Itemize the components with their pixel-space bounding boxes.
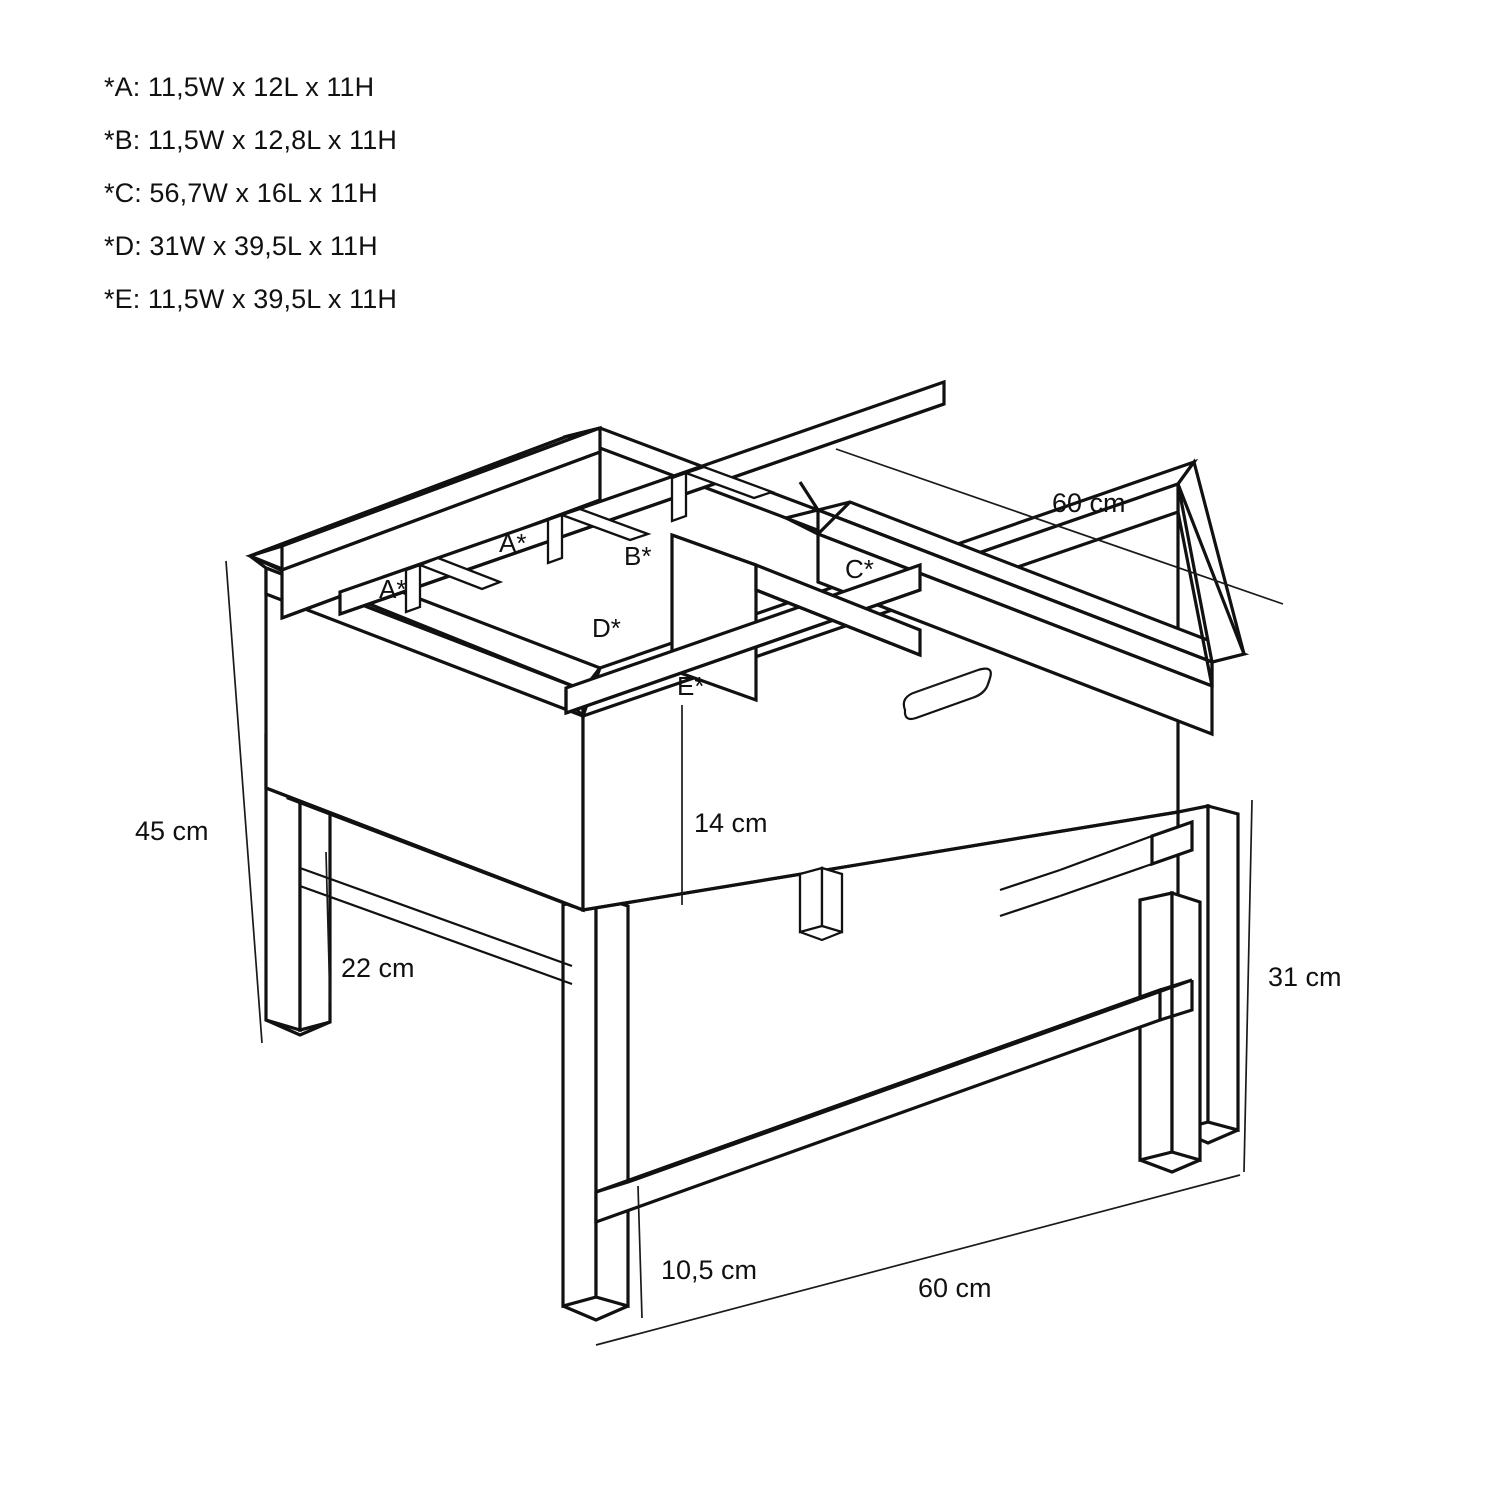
legend-item-e: *E: 11,5W x 39,5L x 11H [104, 284, 397, 314]
parts-legend: *A: 11,5W x 12L x 11H *B: 11,5W x 12,8L … [104, 74, 624, 339]
label-compartment-e: E* [677, 671, 704, 701]
dimlabel-width-bottom: 60 cm [918, 1273, 992, 1303]
legend-item-b: *B: 11,5W x 12,8L x 11H [104, 125, 397, 155]
label-compartment-b: B* [624, 541, 651, 571]
label-compartment-a2: A* [499, 528, 526, 558]
dimline-side-stretcher: 22 cm [325, 851, 415, 1003]
dimline-width-bottom: 60 cm [595, 1174, 1241, 1346]
dimline-total-height: 45 cm [135, 560, 263, 1044]
dimlabel-lower-rail-height: 10,5 cm [661, 1255, 757, 1285]
rail-front-lower [594, 978, 1194, 1225]
drawer-pull-handle-icon [902, 667, 992, 721]
dimline-lower-rail-height: 10,5 cm [637, 1185, 757, 1319]
legend-item-c: *C: 56,7W x 16L x 11H [104, 178, 378, 208]
legend-item-d: *D: 31W x 39,5L x 11H [104, 231, 378, 261]
rail-rear-left-lower [299, 866, 573, 986]
label-compartment-c: C* [845, 554, 874, 584]
dimlabel-tray-depth: 14 cm [694, 808, 768, 838]
label-compartment-d: D* [592, 613, 621, 643]
leg-rear-left [264, 733, 332, 1037]
dimlabel-total-height: 45 cm [135, 816, 209, 846]
label-compartment-a1: A* [379, 574, 406, 604]
dimlabel-side-stretcher: 22 cm [341, 953, 415, 983]
legend-item-a: *A: 11,5W x 12L x 11H [104, 72, 375, 102]
leg-front-left [561, 893, 630, 1322]
center-support-stub [798, 866, 844, 942]
dimlabel-depth-top: 60 cm [1052, 488, 1126, 518]
dimline-depth-top: 60 cm [835, 448, 1284, 605]
dimlabel-leg-clearance-right: 31 cm [1268, 962, 1342, 992]
tray-dividers [338, 379, 946, 716]
dimline-tray-depth: 14 cm [681, 705, 768, 905]
stretcher-right-side [999, 819, 1194, 918]
dimline-leg-clearance-right: 31 cm [1243, 799, 1342, 1173]
leg-front-right [1138, 890, 1202, 1174]
